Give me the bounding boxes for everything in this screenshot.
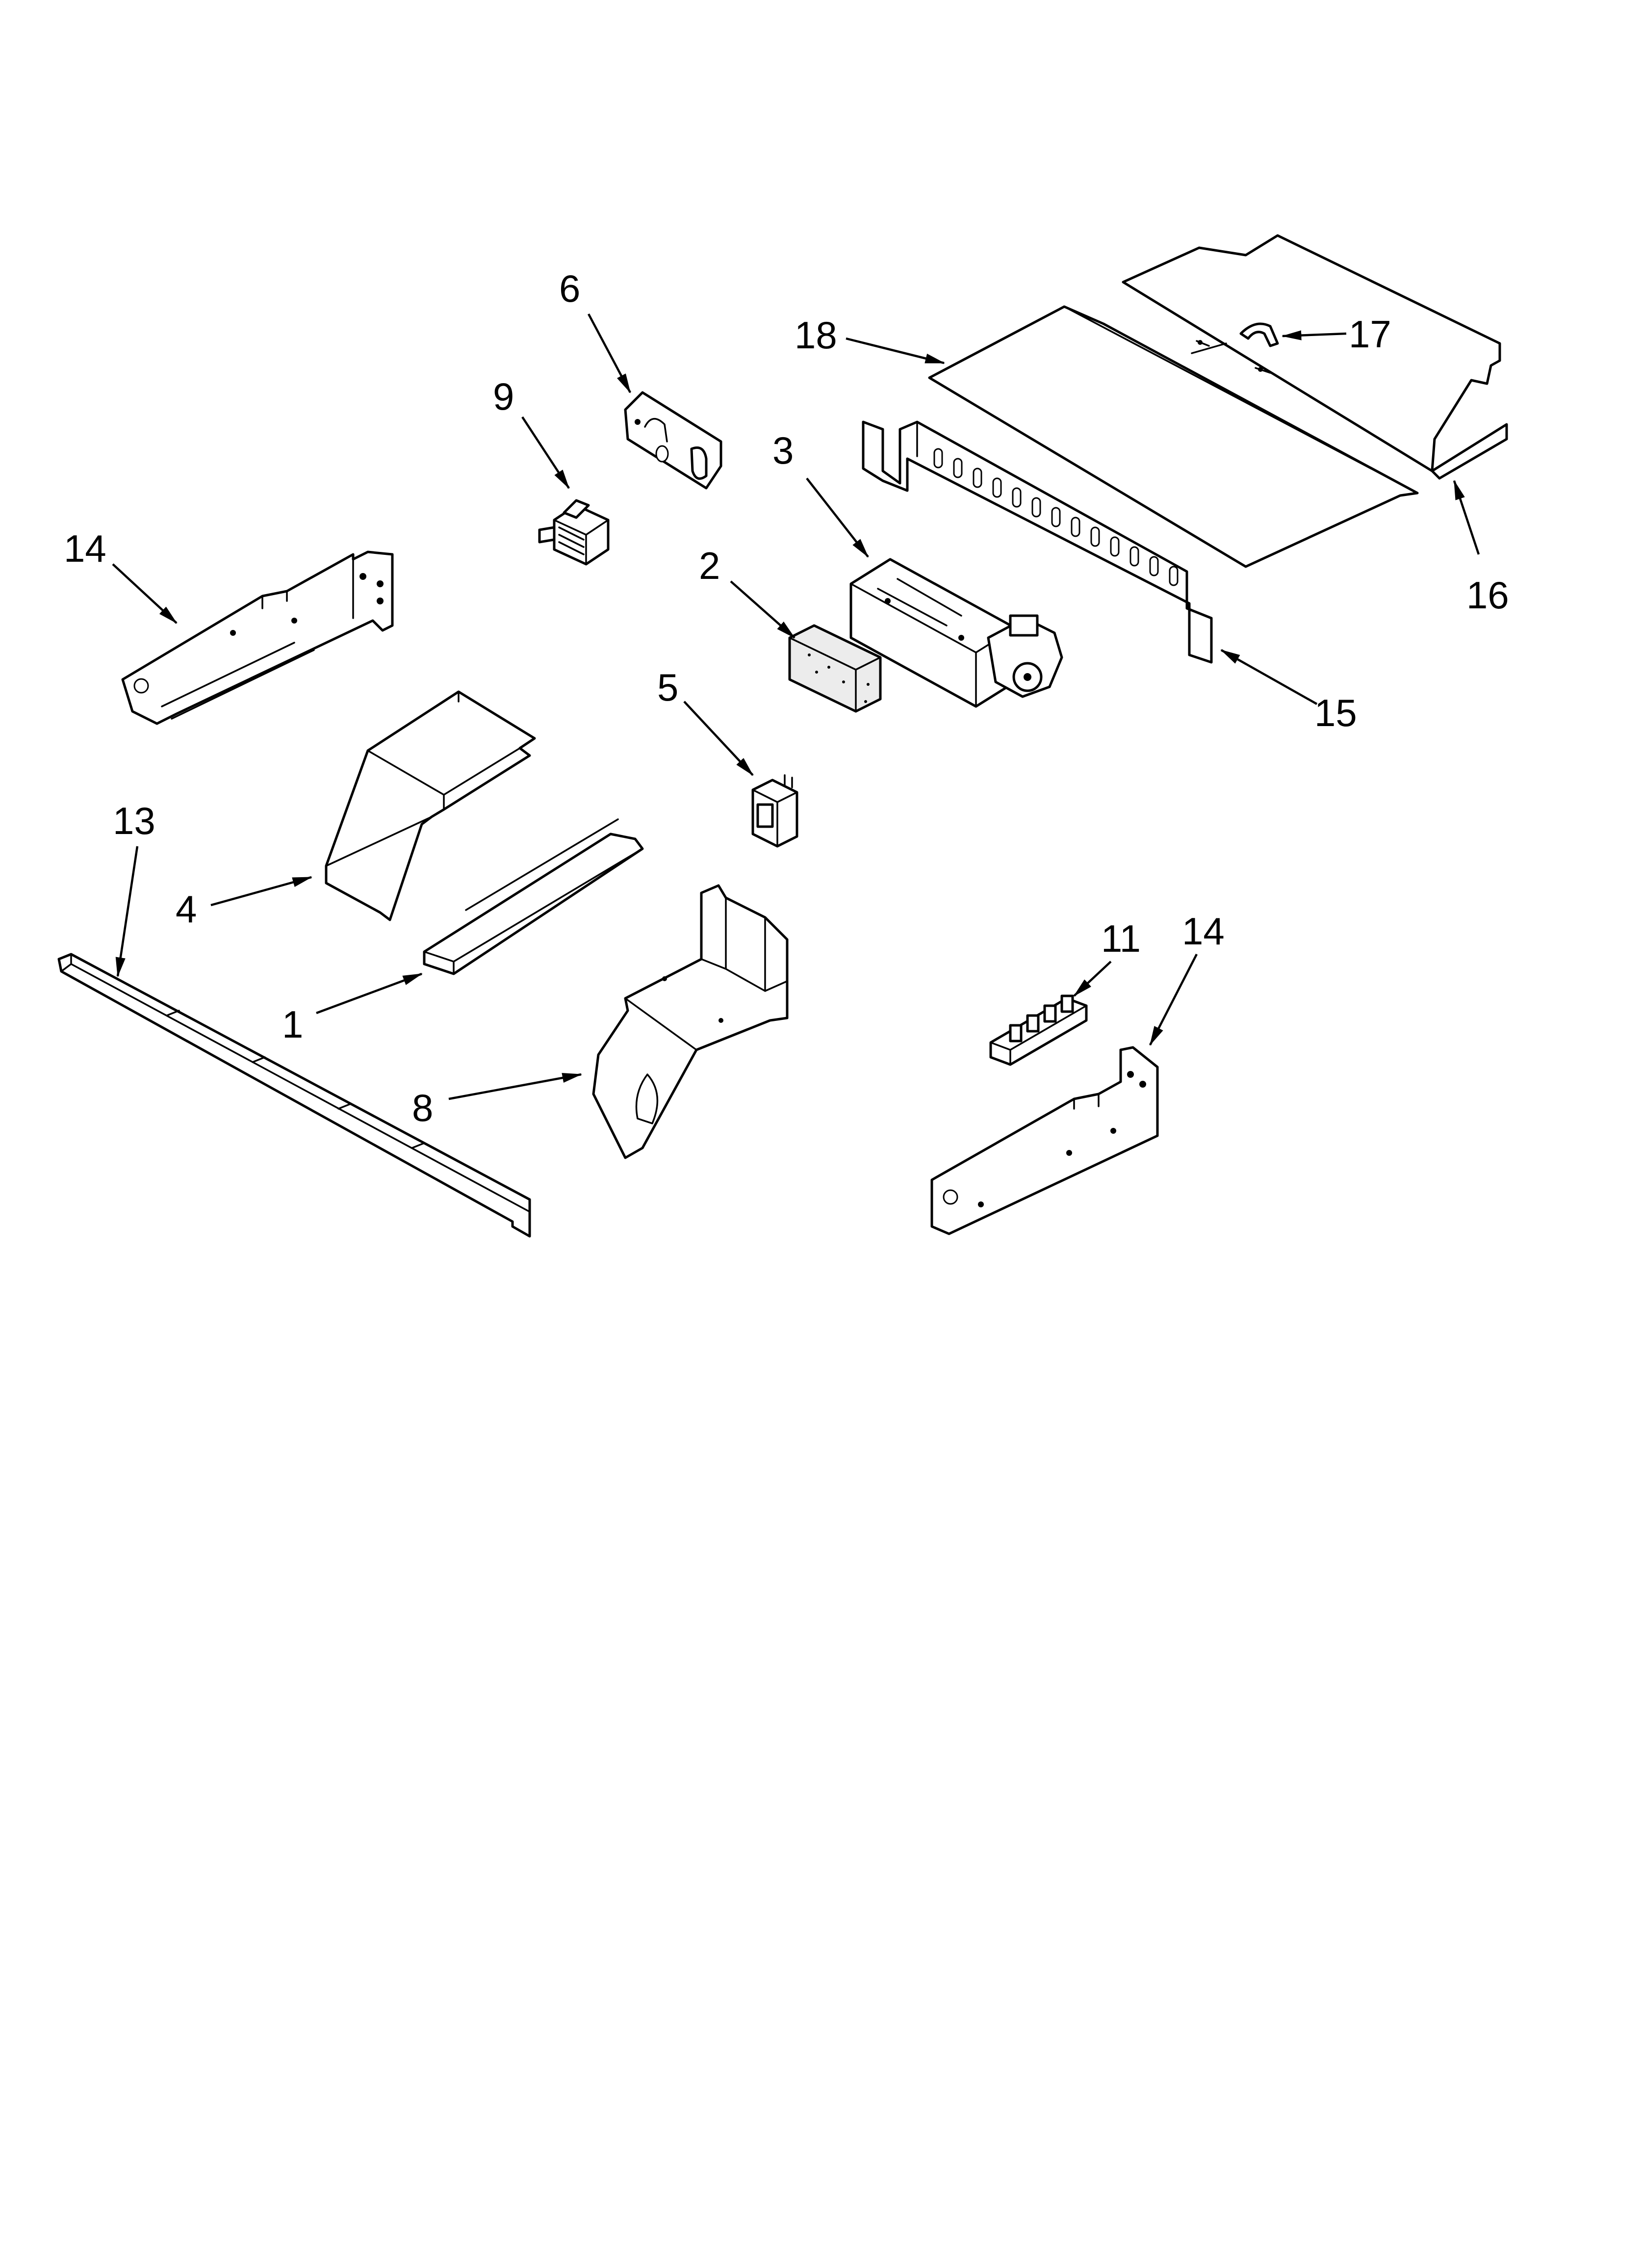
leader-9 <box>521 416 570 489</box>
part-4-vent-duct <box>325 690 536 921</box>
part-5-switch <box>751 774 798 848</box>
bracket-slots <box>933 448 1179 586</box>
leader-6 <box>588 313 631 393</box>
callout-13: 13 <box>113 799 155 842</box>
leader-8 <box>448 1073 582 1100</box>
callout-6: 6 <box>559 267 580 310</box>
callout-2: 2 <box>699 544 720 587</box>
leader-5 <box>683 701 754 776</box>
leader-3 <box>806 477 869 558</box>
part-11-terminal-block <box>989 994 1088 1066</box>
leader-11 <box>1073 961 1112 997</box>
callout-18: 18 <box>795 313 837 357</box>
part-16-rear-panel <box>1122 234 1508 480</box>
leader-1 <box>316 972 423 1015</box>
callout-4: 4 <box>176 887 197 931</box>
part-14-left-side-bracket <box>121 550 394 725</box>
leader-13 <box>115 846 139 978</box>
part-3-latch-assembly <box>849 558 1063 708</box>
part-18-top-shield <box>928 305 1419 568</box>
leader-17 <box>1281 330 1347 340</box>
callout-14-right: 14 <box>1182 910 1225 953</box>
leader-14b <box>1149 953 1198 1046</box>
leader-18 <box>846 337 945 365</box>
part-9-transformer <box>538 499 610 566</box>
part-17-clip <box>1196 322 1279 374</box>
part-1-channel <box>423 818 644 975</box>
callout-8: 8 <box>412 1086 433 1129</box>
callout-3: 3 <box>772 429 794 472</box>
part-6-sensor-bracket <box>624 391 722 490</box>
callout-1: 1 <box>282 1003 303 1046</box>
leader-16 <box>1453 480 1480 555</box>
part-14-right-side-bracket <box>930 1046 1159 1235</box>
leader-14a <box>112 563 178 624</box>
callout-17: 17 <box>1349 313 1391 356</box>
part-8-deflector <box>592 884 789 1159</box>
callout-9: 9 <box>493 375 514 418</box>
callout-11: 11 <box>1101 917 1141 960</box>
leader-15 <box>1220 649 1318 705</box>
callout-16: 16 <box>1466 574 1509 617</box>
part-15-front-bracket <box>862 420 1213 664</box>
leader-2 <box>730 580 795 639</box>
callout-labels: 1 2 3 4 5 6 8 9 11 13 14 14 15 16 17 18 <box>64 267 1509 1129</box>
leader-4 <box>210 876 312 907</box>
part-2-insulation-block <box>788 624 882 713</box>
callout-15: 15 <box>1314 691 1357 734</box>
leader-lines <box>112 313 1480 1100</box>
callout-5: 5 <box>657 666 678 709</box>
callout-14-left: 14 <box>64 527 106 570</box>
part-13-long-rail <box>57 953 531 1238</box>
